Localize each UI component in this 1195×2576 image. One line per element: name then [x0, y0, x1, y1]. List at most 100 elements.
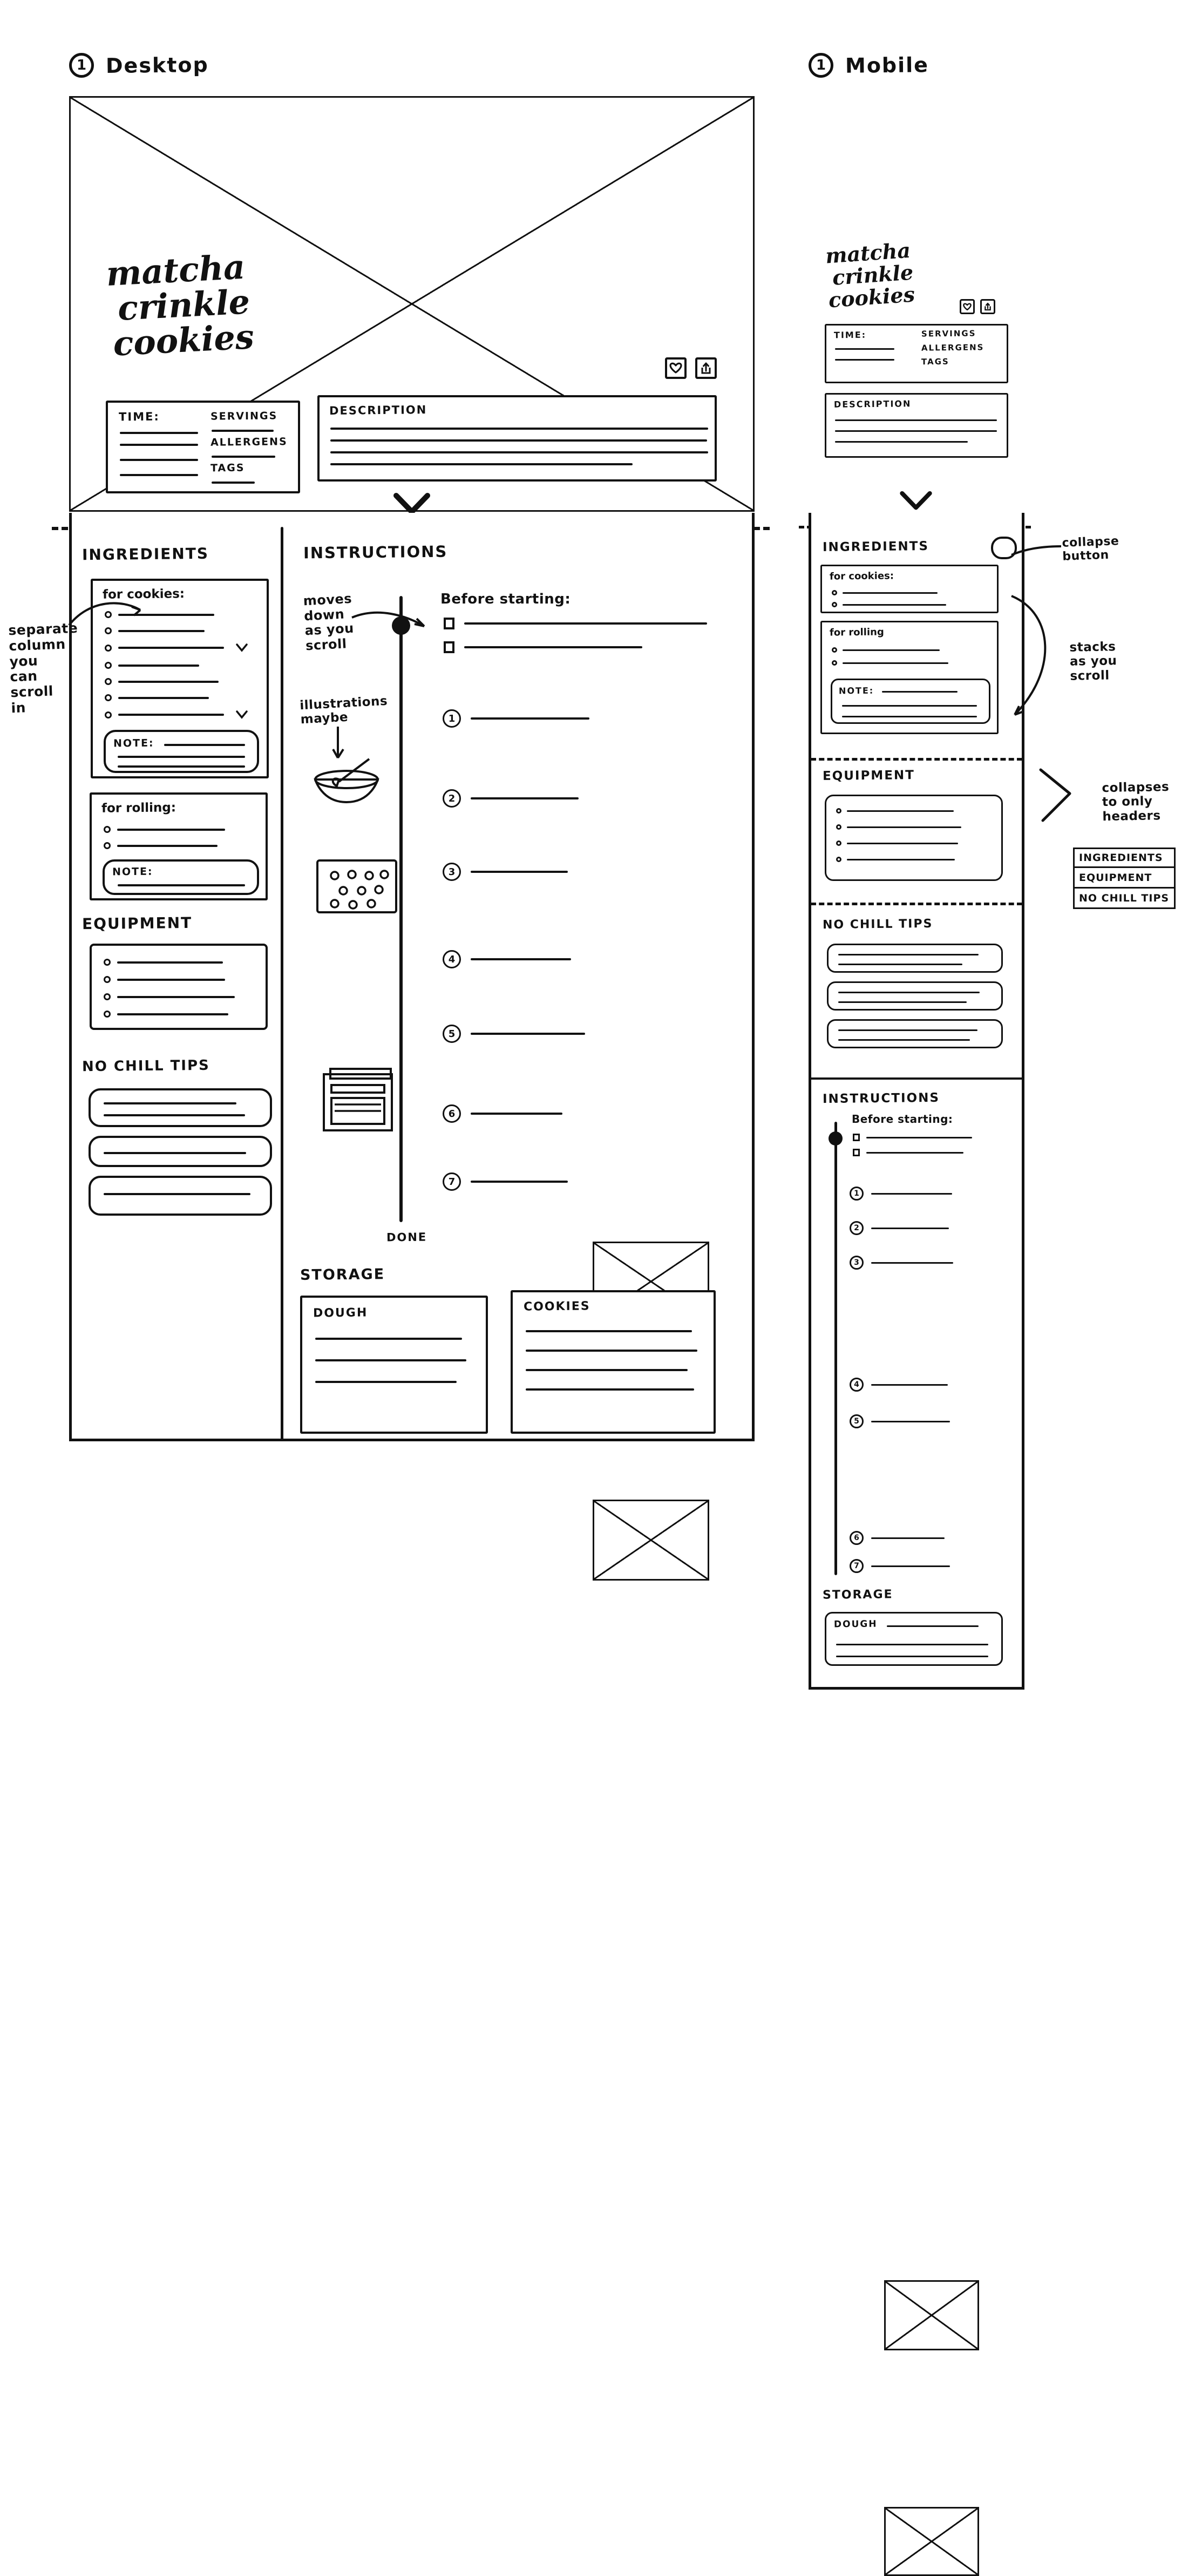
mobile-favorite-button[interactable]: [960, 299, 975, 314]
collapsed-header-chip[interactable]: NO CHILL TIPS: [1073, 889, 1176, 909]
instruction-step: 4: [443, 950, 571, 968]
mobile-ingredient-item[interactable]: [832, 590, 938, 595]
mobile-ingredient-item[interactable]: [832, 602, 946, 607]
desktop-equipment-heading: EQUIPMENT: [82, 913, 193, 933]
tags-label: TAGS: [210, 462, 245, 474]
ingredient-item[interactable]: [105, 627, 205, 634]
servings-label: SERVINGS: [210, 410, 278, 423]
chevron-down-icon: [900, 491, 932, 510]
note-line: [842, 705, 977, 707]
before-starting-checkbox-item[interactable]: [444, 641, 642, 653]
mobile-no-chill-tip-card: [827, 944, 1003, 973]
ingredient-item[interactable]: [105, 694, 209, 701]
ingredient-item[interactable]: [104, 826, 225, 833]
mobile-before-starting-label: Before starting:: [852, 1113, 953, 1126]
mobile-ingredient-item[interactable]: [832, 660, 948, 666]
mobile-meta-card: TIME: SERVINGS ALLERGENS TAGS: [825, 324, 1008, 383]
ingredient-item[interactable]: [104, 842, 218, 849]
mobile-equipment-item[interactable]: [836, 840, 958, 846]
ingredient-item[interactable]: [105, 678, 219, 685]
ingredient-item[interactable]: [105, 710, 248, 719]
mobile-instruction-step: 5: [850, 1414, 950, 1428]
ingredient-item[interactable]: [105, 662, 199, 669]
bullet-icon: [104, 826, 111, 833]
share-icon: [701, 362, 711, 374]
checkbox-icon[interactable]: [444, 641, 454, 653]
mobile-ingredient-item[interactable]: [832, 647, 940, 653]
ingredients-rolling-note: NOTE:: [103, 859, 259, 895]
mobile-equipment-item[interactable]: [836, 824, 961, 830]
step-line: [871, 1227, 949, 1229]
equipment-line: [847, 826, 961, 828]
annotation-separate-column: separate column you can scroll in: [8, 620, 78, 716]
mobile-step-image: [884, 2280, 979, 2350]
chevron-down-icon[interactable]: [236, 710, 248, 719]
step-line: [871, 1537, 945, 1539]
instruction-step: 6: [443, 1104, 562, 1123]
equipment-item[interactable]: [104, 993, 235, 1000]
mobile-instructions-heading: INSTRUCTIONS: [822, 1090, 940, 1107]
equipment-line: [117, 978, 225, 981]
step-line: [871, 1262, 953, 1264]
mobile-instruction-step: 2: [850, 1221, 949, 1235]
storage-line: [887, 1625, 979, 1627]
description-line: [330, 463, 633, 465]
chevron-down-icon: [393, 493, 430, 514]
mobile-collapse-button[interactable]: [991, 537, 1017, 559]
recipe-description-card: DESCRIPTION: [317, 395, 717, 482]
storage-line: [836, 1644, 988, 1645]
mobile-equipment-item[interactable]: [836, 857, 955, 862]
mobile-before-starting-item[interactable]: [853, 1134, 972, 1141]
step-number: 7: [850, 1559, 864, 1573]
desktop-screen-label: 1 Desktop: [69, 53, 209, 78]
instructions-timeline-progress-dot[interactable]: [392, 616, 410, 635]
equipment-line: [847, 842, 958, 844]
annotation-illustrations-arrow: [332, 727, 344, 759]
ingredient-item[interactable]: [105, 611, 214, 618]
bullet-icon: [832, 602, 837, 607]
checkbox-icon[interactable]: [444, 618, 454, 629]
ingredient-item[interactable]: [105, 643, 248, 652]
collapsed-headers-chip-stack: INGREDIENTS EQUIPMENT NO CHILL TIPS: [1073, 848, 1176, 909]
mobile-recipe-title: matcha crinkle cookies: [825, 238, 916, 313]
annotation-collapses-chevron: [1039, 768, 1071, 822]
equipment-line: [847, 810, 954, 812]
tip-line: [104, 1102, 236, 1104]
ingredient-line: [118, 613, 214, 616]
favorite-button[interactable]: [665, 357, 687, 379]
mobile-instruction-step: 7: [850, 1559, 950, 1573]
equipment-item[interactable]: [104, 976, 225, 983]
baking-tray-dots: [330, 870, 389, 910]
chevron-down-icon[interactable]: [236, 643, 248, 652]
mobile-equipment-item[interactable]: [836, 808, 954, 814]
mobile-timeline-progress-dot[interactable]: [829, 1131, 843, 1145]
checkbox-icon[interactable]: [853, 1134, 860, 1141]
instructions-done-label: DONE: [386, 1230, 427, 1244]
checkbox-icon[interactable]: [853, 1149, 860, 1156]
collapsed-header-chip[interactable]: INGREDIENTS: [1073, 848, 1176, 868]
equipment-item[interactable]: [104, 1011, 228, 1018]
mobile-screen-title: Mobile: [845, 53, 929, 78]
before-starting-line: [464, 622, 707, 625]
mobile-tags-label: TAGS: [921, 356, 949, 367]
ingredients-group-label: for rolling:: [101, 801, 176, 816]
time-value-line: [120, 444, 198, 446]
instruction-step: 3: [443, 863, 568, 881]
step-number: 4: [850, 1378, 864, 1392]
mobile-description-card: DESCRIPTION: [825, 393, 1008, 458]
storage-card-cookies: COOKIES: [511, 1290, 716, 1434]
step-line: [471, 797, 579, 799]
allergens-value-line: [212, 456, 275, 458]
equipment-item[interactable]: [104, 959, 223, 966]
mobile-share-button[interactable]: [980, 299, 995, 314]
before-starting-checkbox-item[interactable]: [444, 618, 707, 629]
share-button[interactable]: [695, 357, 717, 379]
bullet-icon: [105, 627, 112, 634]
collapsed-header-chip[interactable]: EQUIPMENT: [1073, 868, 1176, 889]
mobile-before-starting-item[interactable]: [853, 1149, 963, 1156]
tip-line: [838, 1039, 970, 1041]
before-starting-line: [866, 1136, 972, 1138]
storage-line: [526, 1350, 697, 1352]
ingredient-line: [118, 629, 205, 632]
ingredient-line: [118, 647, 224, 649]
